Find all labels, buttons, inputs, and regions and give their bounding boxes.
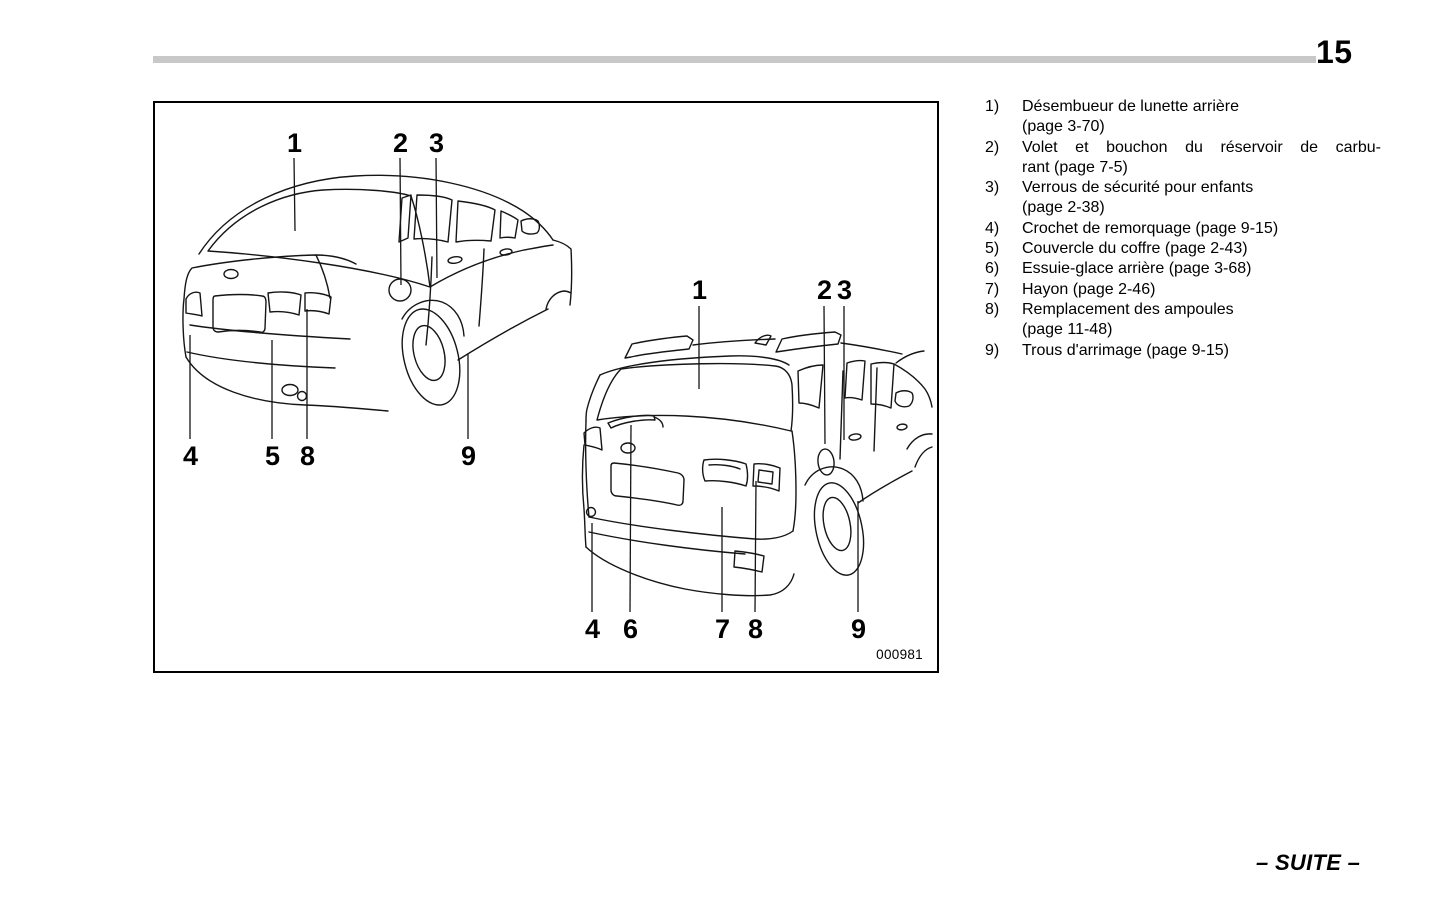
item-text: rant (page 7-5) — [1022, 158, 1128, 176]
page-number: 15 — [1316, 34, 1353, 70]
item-text: Verrous de sécurité pour enfants — [1022, 179, 1254, 197]
parts-list: 1) Désembueur de lunette arrière (page 3… — [985, 97, 1381, 361]
callout-number: 3 — [428, 128, 444, 158]
callout-number: 2 — [392, 128, 408, 158]
item-number: 6) — [985, 260, 1000, 278]
item-text: Remplacement des ampoules — [1022, 300, 1234, 318]
parts-list-item: 1) Désembueur de lunette arrière (page 3… — [985, 97, 1381, 138]
callout-number: 2 — [816, 275, 832, 305]
item-number: 9) — [985, 341, 1000, 359]
wagon-drawing — [581, 331, 933, 597]
callout-number: 8 — [299, 441, 315, 471]
item-text: Essuie-glace arrière (page 3-68) — [1022, 260, 1252, 278]
parts-list-item: 9) Trous d'arrimage (page 9-15) — [985, 341, 1381, 361]
figure-box: 1 2 3 4 5 8 9 1 2 3 4 6 7 8 9 000981 — [153, 101, 939, 673]
item-text: Désembueur de lunette arrière — [1022, 98, 1240, 115]
item-text: (page 2-38) — [1022, 199, 1105, 217]
parts-list-item: 8) Remplacement des ampoules (page 11-48… — [985, 300, 1381, 341]
item-text: Trous d'arrimage (page 9-15) — [1022, 341, 1229, 359]
item-text: (page 3-70) — [1022, 118, 1105, 136]
item-number: 5) — [985, 240, 1000, 258]
callout-number: 3 — [836, 275, 852, 305]
parts-list-item: 6) Essuie-glace arrière (page 3-68) — [985, 259, 1381, 279]
callout-number: 8 — [747, 614, 763, 644]
parts-list-item: 7) Hayon (page 2-46) — [985, 280, 1381, 300]
parts-list-item: 4) Crochet de remorquage (page 9-15) — [985, 219, 1381, 239]
footer-continuation: – SUITE – — [1256, 850, 1361, 875]
parts-list-item: 5) Couvercle du coffre (page 2-43) — [985, 239, 1381, 259]
callout-number: 6 — [622, 614, 638, 644]
callout-number: 1 — [286, 128, 302, 158]
item-number: 7) — [985, 280, 1000, 298]
callout-number: 5 — [264, 441, 280, 471]
item-number: 4) — [985, 219, 1000, 237]
leader-lines — [189, 157, 859, 613]
item-number: 2) — [985, 138, 1000, 156]
callout-number: 4 — [584, 614, 600, 644]
item-text: (page 11-48) — [1022, 321, 1113, 339]
callout-number: 7 — [714, 614, 730, 644]
item-text: Hayon (page 2-46) — [1022, 280, 1156, 298]
callout-number: 9 — [850, 614, 866, 644]
item-number: 1) — [985, 98, 1000, 115]
callout-number: 1 — [691, 275, 707, 305]
parts-list-item: 2) Volet et bouchon du réservoir de carb… — [985, 138, 1381, 179]
header-rule — [153, 56, 1316, 63]
callout-number: 9 — [460, 441, 476, 471]
item-text: Crochet de remorquage (page 9-15) — [1022, 219, 1279, 237]
car-diagram — [182, 157, 933, 613]
item-text: Couvercle du coffre (page 2-43) — [1022, 240, 1248, 258]
figure-code: 000981 — [876, 647, 923, 662]
item-text: Volet et bouchon du réservoir de carbu- — [1022, 138, 1381, 156]
callout-number: 4 — [182, 441, 198, 471]
item-number: 3) — [985, 179, 1000, 197]
item-number: 8) — [985, 300, 1000, 318]
sedan-drawing — [182, 174, 573, 412]
parts-list-item: 3) Verrous de sécurité pour enfants (pag… — [985, 178, 1381, 219]
